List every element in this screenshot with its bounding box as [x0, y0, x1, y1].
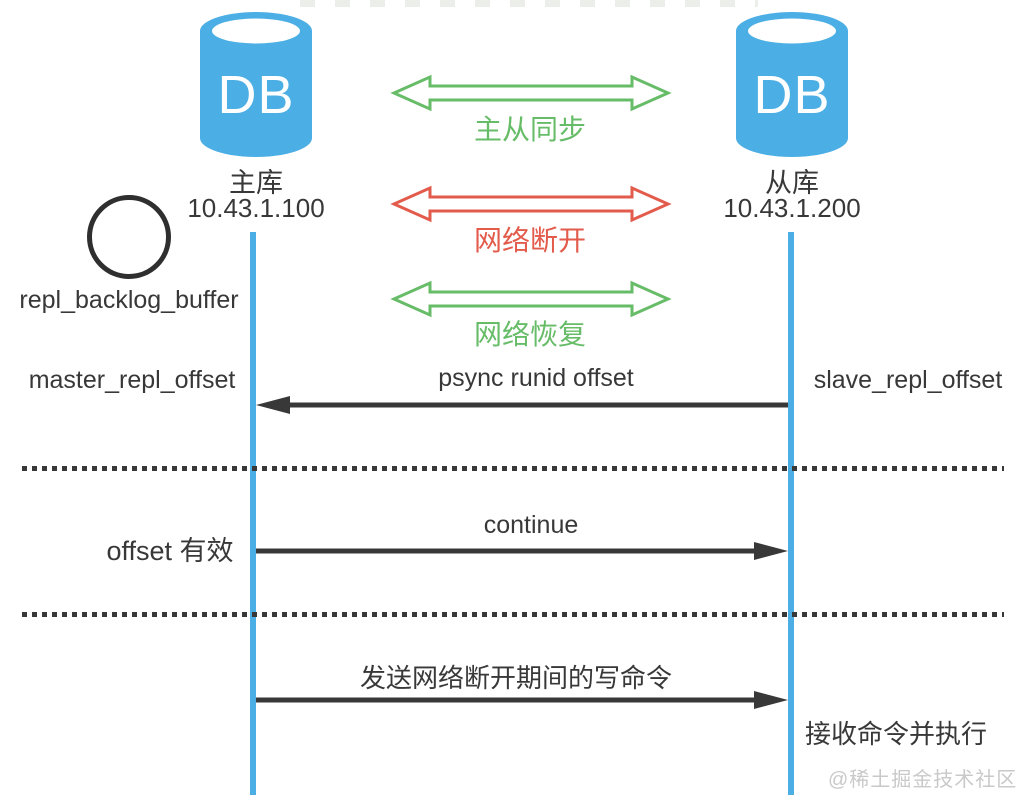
psync-arrow	[256, 396, 788, 414]
db-icon-text: DB	[753, 65, 830, 125]
db-cylinder-icon-slave: DB	[736, 12, 848, 157]
psync-message-label: psync runid offset	[438, 364, 634, 392]
slave-name: 从库	[765, 168, 819, 198]
dotted-separator-1	[22, 466, 1004, 471]
top-faint-dashes	[300, 0, 758, 7]
slave-repl-offset-label: slave_repl_offset	[813, 366, 1003, 394]
master-name: 主库	[229, 168, 283, 198]
sync-double-arrow	[390, 74, 672, 112]
dotted-separator-2	[22, 612, 1004, 617]
sync-arrow-label: 主从同步	[473, 114, 586, 145]
receive-execute-label: 接收命令并执行	[805, 719, 988, 749]
watermark: @稀土掘金技术社区	[828, 769, 1016, 791]
db-icon-text: DB	[217, 65, 294, 125]
db-cylinder-icon-master: DB	[200, 12, 312, 157]
disconnect-double-arrow	[390, 185, 672, 223]
recover-arrow-label: 网络恢复	[473, 319, 586, 350]
master-repl-offset-label: master_repl_offset	[28, 366, 236, 394]
slave-lifeline	[788, 232, 794, 795]
repl-backlog-buffer-label: repl_backlog_buffer	[19, 286, 239, 314]
slave-ip: 10.43.1.200	[723, 193, 861, 223]
offset-valid-label: offset 有效	[106, 536, 234, 566]
continue-message-label: continue	[483, 511, 579, 539]
repl-backlog-buffer-circle-icon	[87, 195, 171, 279]
master-ip: 10.43.1.100	[187, 193, 325, 223]
send-writes-arrow	[256, 691, 788, 709]
disconnect-arrow-label: 网络断开	[473, 225, 586, 256]
continue-arrow	[256, 542, 788, 560]
recover-double-arrow	[390, 280, 672, 318]
send-writes-message-label: 发送网络断开期间的写命令	[360, 663, 673, 693]
master-lifeline	[250, 232, 256, 795]
